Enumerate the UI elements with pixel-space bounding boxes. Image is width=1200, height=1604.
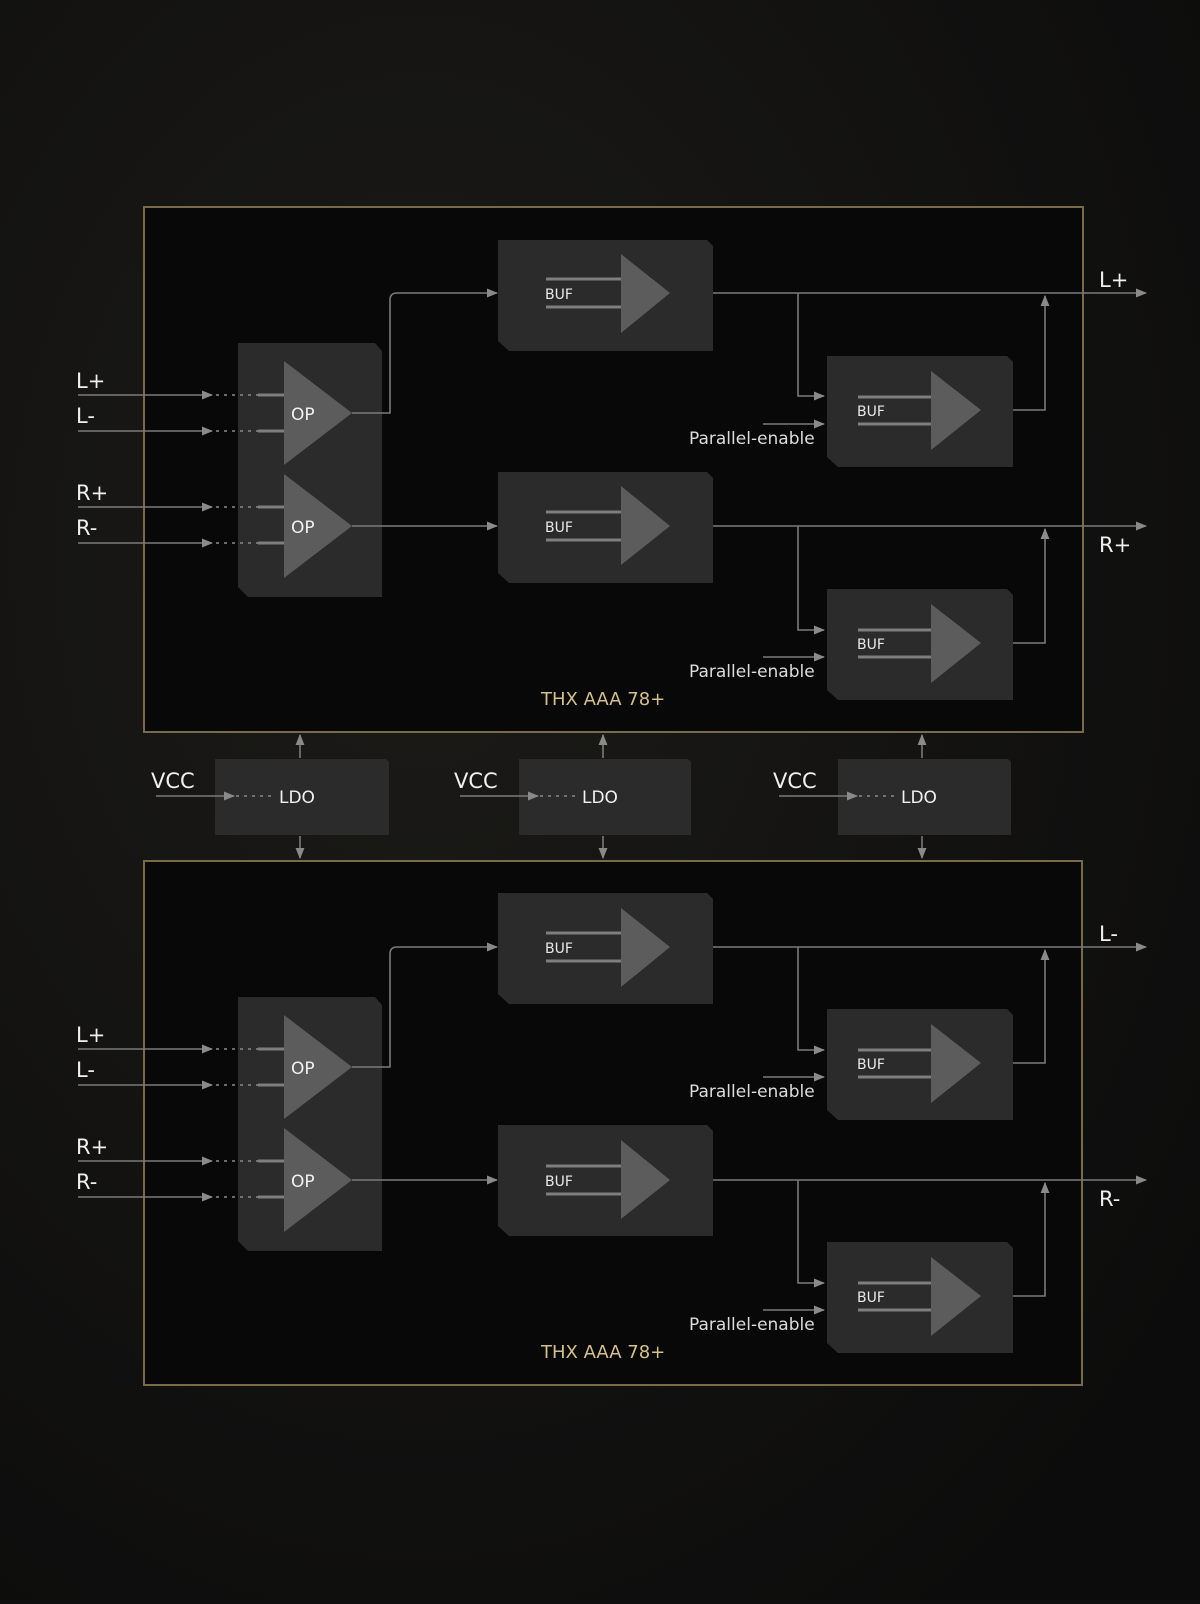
top-op-amp-1-icon — [284, 361, 352, 465]
bottom-wire-op1-to-buf1 — [352, 942, 499, 1068]
bottom-op-amp-1-icon — [284, 1015, 352, 1119]
bottom-buf-2-label: BUF — [545, 1174, 573, 1190]
bottom-input-r-minus: R- — [76, 1170, 97, 1194]
ldo-1-label: LDO — [279, 788, 315, 808]
bottom-buf-2-icon — [621, 1140, 670, 1219]
top-buf-2-label: BUF — [545, 520, 573, 536]
top-input-l-plus: L+ — [76, 369, 105, 393]
top-output-r-plus: R+ — [1099, 533, 1131, 557]
top-buf-1-icon — [621, 254, 670, 333]
top-output-l-plus: L+ — [1099, 268, 1128, 292]
bottom-input-l-plus: L+ — [76, 1023, 105, 1047]
ldo-1-block — [215, 759, 389, 835]
bottom-parallel-enable-2: Parallel-enable — [689, 1315, 815, 1335]
top-wire-buf4-return — [1013, 527, 1050, 644]
bottom-op-amp-2-icon — [284, 1128, 352, 1232]
bottom-output-r-minus: R- — [1099, 1187, 1120, 1211]
bottom-buf-3-block — [827, 1009, 1013, 1120]
top-module: L+ L- R+ R- OP OP BUF — [76, 206, 1148, 733]
top-input-l-minus: L- — [76, 404, 95, 428]
ldo-2-block — [519, 759, 691, 835]
bottom-parallel-enable-1: Parallel-enable — [689, 1082, 815, 1102]
bottom-wire-buf4-return — [1013, 1181, 1050, 1297]
bottom-wire-to-buf3 — [797, 947, 826, 1055]
bottom-buf-4-block — [827, 1242, 1013, 1353]
top-wire-to-buf3 — [797, 293, 826, 401]
ldo-3-label: LDO — [901, 788, 937, 808]
top-wire-op1-to-buf1 — [352, 288, 499, 414]
bottom-buf-4-icon — [931, 1257, 981, 1336]
bottom-output-l-minus: L- — [1099, 922, 1118, 946]
bottom-buf-1-block — [498, 893, 713, 1004]
top-buf-3-block — [827, 356, 1013, 467]
bottom-wire-buf3-return — [1013, 948, 1050, 1064]
ldo-3-vcc: VCC — [773, 769, 817, 793]
bottom-input-r-plus: R+ — [76, 1135, 108, 1159]
top-buf-1-label: BUF — [545, 287, 573, 303]
top-input-r-plus: R+ — [76, 481, 108, 505]
top-op-amp-2-icon — [284, 474, 352, 578]
ldo-3-block — [838, 759, 1011, 835]
top-op-label-2: OP — [291, 518, 315, 538]
bottom-wire-to-buf4 — [797, 1180, 826, 1288]
top-parallel-enable-1: Parallel-enable — [689, 429, 815, 449]
top-buf-3-icon — [931, 371, 981, 450]
bottom-op-block — [238, 997, 382, 1251]
bottom-buf-1-icon — [621, 908, 670, 987]
top-parallel-enable-2: Parallel-enable — [689, 662, 815, 682]
ldo-2-label: LDO — [582, 788, 618, 808]
bottom-module: L+ L- R+ R- OP OP BUF BUF — [76, 860, 1148, 1386]
bottom-op-label-2: OP — [291, 1172, 315, 1192]
top-wire-to-buf4 — [797, 526, 826, 635]
ldo-2-vcc: VCC — [454, 769, 498, 793]
top-buf-2-block — [498, 472, 713, 583]
bottom-chip-label: THX AAA 78+ — [540, 1342, 665, 1363]
top-chip-label: THX AAA 78+ — [540, 689, 665, 710]
top-op-label-1: OP — [291, 405, 315, 425]
top-buf-4-icon — [931, 604, 981, 683]
top-buf-2-icon — [621, 486, 670, 565]
top-input-r-minus: R- — [76, 516, 97, 540]
bottom-buf-3-icon — [931, 1024, 981, 1103]
bottom-buf-3-label: BUF — [857, 1057, 885, 1073]
top-buf-4-label: BUF — [857, 637, 885, 653]
bottom-op-label-1: OP — [291, 1059, 315, 1079]
top-op-block — [238, 343, 382, 597]
top-buf-4-block — [827, 589, 1013, 700]
bottom-buf-2-block — [498, 1125, 713, 1236]
ldo-1-vcc: VCC — [151, 769, 195, 793]
bottom-input-l-minus: L- — [76, 1058, 95, 1082]
power-section: VCC LDO VCC LDO VCC LDO — [151, 733, 1011, 860]
bottom-buf-4-label: BUF — [857, 1290, 885, 1306]
top-buf-1-block — [498, 240, 713, 351]
bottom-buf-1-label: BUF — [545, 941, 573, 957]
top-buf-3-label: BUF — [857, 404, 885, 420]
top-wire-buf3-return — [1013, 294, 1050, 411]
